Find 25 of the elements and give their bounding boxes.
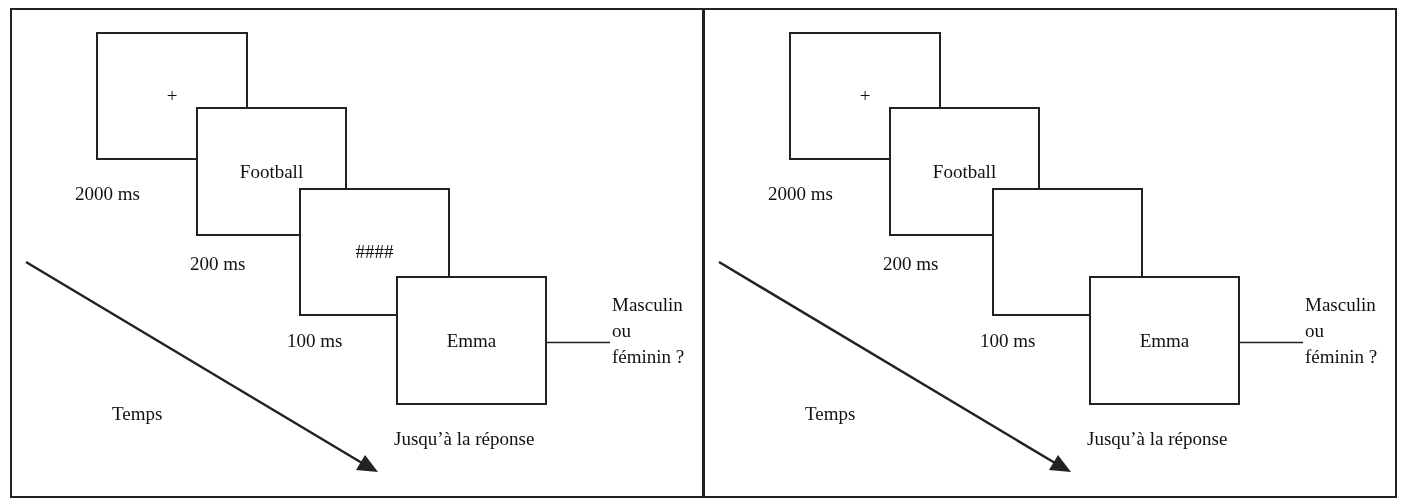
- axis-label: Temps: [805, 403, 856, 425]
- stimulus-text: Football: [239, 160, 304, 183]
- duration-label: 100 ms: [980, 330, 1036, 352]
- duration-label: 2000 ms: [768, 183, 833, 205]
- question-text: Masculin ou féminin ?: [612, 292, 694, 370]
- stimulus-text: Emma: [1139, 329, 1190, 352]
- duration-label: 200 ms: [190, 253, 246, 275]
- duration-label: Jusqu’à la réponse: [1087, 428, 1228, 450]
- duration-label: 200 ms: [883, 253, 939, 275]
- axis-label: Temps: [112, 403, 163, 425]
- stimulus-screen: [396, 276, 547, 405]
- duration-label: 100 ms: [287, 330, 343, 352]
- panel-frame: [703, 8, 1397, 498]
- stimulus-text: +: [859, 85, 871, 107]
- stimulus-text: ####: [355, 241, 394, 263]
- connector-line: [1239, 341, 1304, 344]
- stimulus-screen: [1089, 276, 1240, 405]
- duration-label: 2000 ms: [75, 183, 140, 205]
- connector-line: [546, 341, 611, 344]
- panel-frame: [10, 8, 704, 498]
- stimulus-text: +: [166, 85, 178, 107]
- stimulus-text: Football: [932, 160, 997, 183]
- question-text: Masculin ou féminin ?: [1305, 292, 1387, 370]
- stimulus-text: Emma: [446, 329, 497, 352]
- duration-label: Jusqu’à la réponse: [394, 428, 535, 450]
